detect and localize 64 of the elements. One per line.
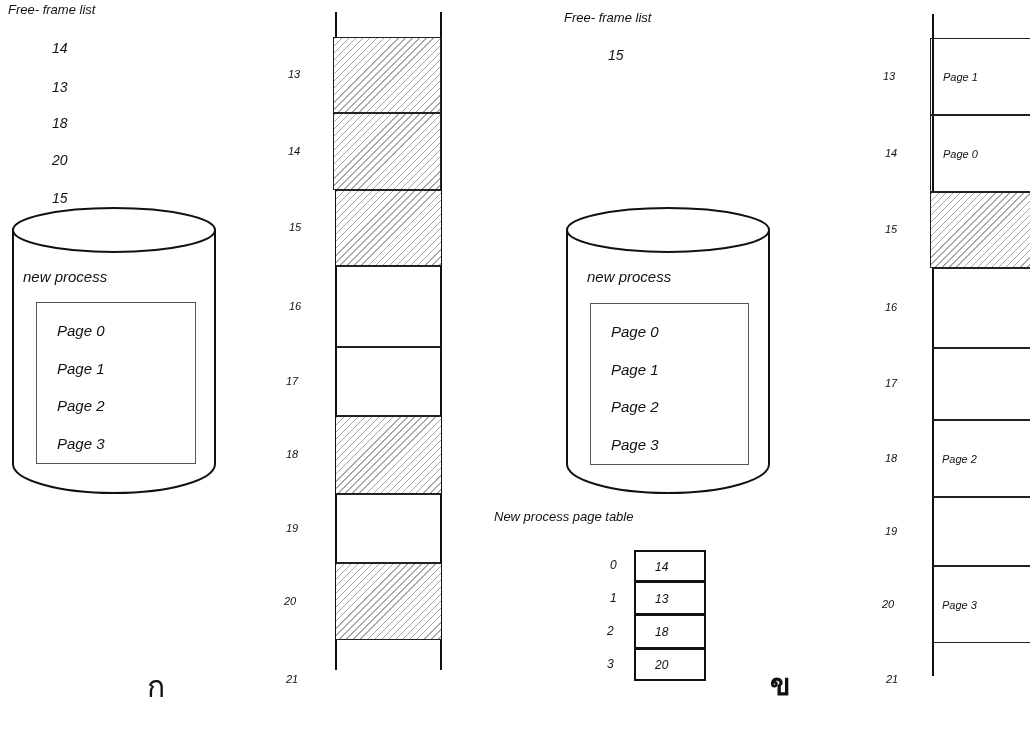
disk-cylinder bbox=[566, 207, 770, 494]
memory-frame bbox=[336, 190, 441, 266]
disk-label: new process bbox=[587, 269, 672, 284]
table-cell: 20 bbox=[634, 649, 706, 681]
frame-number: 19 bbox=[885, 525, 898, 537]
frame-number: 16 bbox=[885, 302, 898, 313]
memory-frame: Page 3 bbox=[933, 566, 1030, 643]
memory-frame bbox=[336, 416, 441, 494]
frame-number: 21 bbox=[886, 674, 899, 685]
memory-frame bbox=[930, 192, 1030, 268]
page-label: Page 2 bbox=[57, 398, 105, 413]
disk-label: new process bbox=[23, 269, 108, 284]
page-label: Page 3 bbox=[57, 435, 105, 451]
table-cell: 13 bbox=[634, 582, 706, 615]
table-cell: 18 bbox=[634, 615, 706, 649]
memory-frame bbox=[933, 497, 1030, 566]
frame-list-number: 14 bbox=[52, 41, 68, 55]
memory-frame bbox=[933, 268, 1030, 348]
frame-list-number: 18 bbox=[52, 116, 68, 130]
memory-frame bbox=[333, 37, 441, 113]
row-index: 3 bbox=[607, 658, 614, 670]
frame-list-number: 15 bbox=[608, 48, 624, 62]
frame-number: 14 bbox=[288, 145, 301, 157]
memory-frame: Page 1 bbox=[930, 38, 1030, 115]
page-label: Page 2 bbox=[611, 399, 659, 414]
memory-frame bbox=[336, 266, 441, 347]
frame-list-number: 15 bbox=[52, 191, 68, 205]
frame-number: 16 bbox=[289, 300, 302, 312]
panel-letter: ก bbox=[147, 672, 165, 702]
memory-frame: Page 2 bbox=[933, 420, 1030, 497]
frame-number: 15 bbox=[885, 224, 898, 235]
frame-number: 17 bbox=[286, 375, 299, 387]
row-index: 2 bbox=[607, 625, 614, 637]
frame-number: 21 bbox=[286, 674, 299, 685]
frame-number: 18 bbox=[286, 449, 299, 460]
frame-number: 18 bbox=[885, 452, 898, 464]
frame-list-number: 20 bbox=[52, 153, 68, 167]
list-heading: Free- frame list bbox=[564, 11, 652, 24]
page-label: Page 0 bbox=[611, 324, 659, 339]
memory-frame bbox=[336, 563, 441, 640]
frame-number: 13 bbox=[883, 70, 896, 82]
panel-letter: ข bbox=[770, 670, 791, 700]
page-label: Page 0 bbox=[57, 323, 105, 338]
disk-cylinder bbox=[12, 207, 216, 494]
page-label: Page 1 bbox=[57, 360, 105, 376]
list-heading: Free- frame list bbox=[8, 3, 96, 16]
row-index: 1 bbox=[610, 591, 617, 604]
page-label: Page 1 bbox=[611, 361, 659, 377]
memory-frame bbox=[333, 113, 441, 190]
frame-list-number: 13 bbox=[52, 80, 68, 94]
frame-number: 17 bbox=[885, 378, 898, 389]
page-list-box bbox=[36, 302, 196, 464]
row-index: 0 bbox=[610, 559, 617, 571]
memory-frame bbox=[933, 348, 1030, 420]
page-list-box bbox=[590, 303, 749, 465]
frame-number: 14 bbox=[885, 147, 898, 159]
frame-number: 13 bbox=[288, 69, 301, 80]
table-cell: 14 bbox=[634, 550, 706, 582]
frame-number: 20 bbox=[882, 598, 895, 610]
table-heading: New process page table bbox=[494, 510, 634, 523]
frame-number: 20 bbox=[284, 595, 297, 607]
frame-number: 19 bbox=[286, 522, 299, 534]
page-label: Page 3 bbox=[611, 436, 659, 452]
frame-number: 15 bbox=[289, 222, 302, 233]
